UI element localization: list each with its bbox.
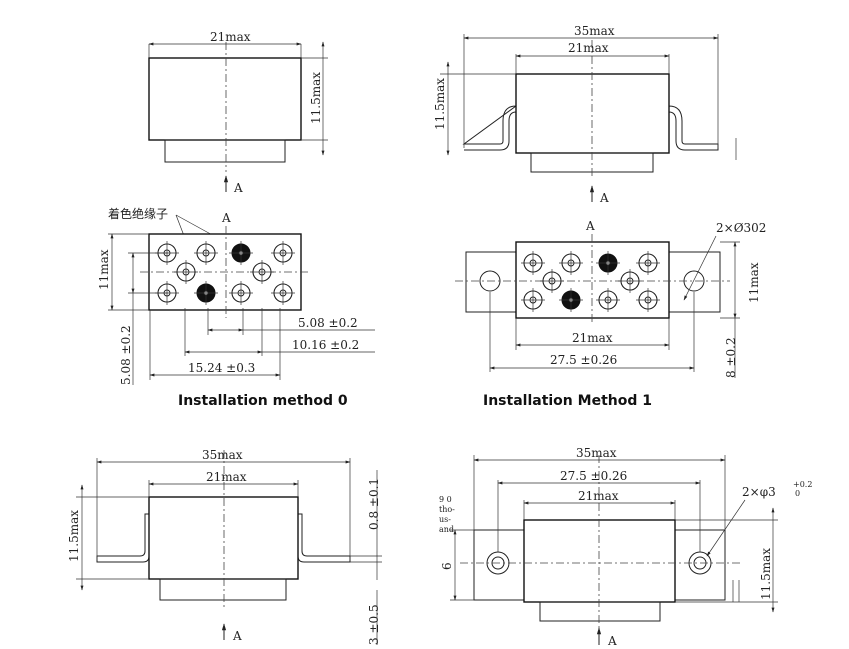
m1-front-view: 35max 21max 11.5max A <box>433 24 737 205</box>
pitch1-label: 5.08 ±0.2 <box>298 316 358 330</box>
vdim-label: 8 ±0.2 <box>724 337 738 378</box>
overall-label: 35max <box>576 446 617 460</box>
m3-front-view: 35max 27.5 ±0.26 21max 2×φ3 +0.2 0 11.5m… <box>439 446 812 648</box>
mounting-bracket <box>462 74 719 151</box>
height-label: 11max <box>97 249 111 290</box>
height-label: 11max <box>747 262 761 303</box>
relay-body <box>148 57 302 141</box>
caption-method-0: Installation method 0 <box>178 393 348 409</box>
note-line-4: and <box>439 525 454 534</box>
spacing-label: 27.5 ±0.26 <box>550 353 617 367</box>
note-line-2: tho- <box>439 505 455 514</box>
overall-label: 35max <box>574 24 615 38</box>
m1-bottom-view: A 2×Ø302 11max 8 ±0.2 21max 27.5 ±0.26 <box>455 219 766 378</box>
relay-base <box>539 601 661 622</box>
height-label: 11.5max <box>67 510 81 562</box>
pitch2-label: 10.16 ±0.2 <box>292 338 359 352</box>
relay-body <box>515 73 670 154</box>
m2-front-view: 35max 21max 11.5max 0.8 ±0.1 3 ±0.5 A <box>67 448 382 645</box>
view-label: A <box>607 634 617 648</box>
lower-label: 3 ±0.5 <box>367 604 381 645</box>
caption-method-1: Installation Method 1 <box>483 393 652 409</box>
height-label: 11.5max <box>309 72 323 124</box>
width-label: 21max <box>206 470 247 484</box>
width-label: 21max <box>578 489 619 503</box>
relay-body <box>523 519 676 603</box>
hole-label: 2×Ø302 <box>716 221 766 235</box>
relay-body <box>148 496 299 580</box>
view-label: A <box>232 629 242 643</box>
width-label: 21max <box>210 30 251 44</box>
tab-label: 0.8 ±0.1 <box>367 478 381 530</box>
view-label: A <box>585 219 595 233</box>
pin-array <box>521 251 660 312</box>
spacing-label: 27.5 ±0.26 <box>560 469 627 483</box>
width-label: 21max <box>572 331 613 345</box>
note-line-3: us- <box>439 515 451 524</box>
bracket-right <box>297 513 351 563</box>
left-label: 6 <box>440 562 454 570</box>
vpitch-label: 5.08 ±0.2 <box>119 325 133 385</box>
relay-base <box>159 578 287 601</box>
relay-base <box>164 139 286 163</box>
flange-left <box>473 529 525 601</box>
overall-label: 35max <box>202 448 243 462</box>
m0-bottom-view: 着色绝缘子 A 11max 5.08 ±0.2 10.16 ±0.2 15.24… <box>97 206 375 385</box>
hole-tol-upper: +0.2 <box>793 480 812 489</box>
view-label: A <box>233 181 243 195</box>
hole-tol-lower: 0 <box>795 489 800 498</box>
bracket-left <box>96 513 150 563</box>
insulator-label: 着色绝缘子 <box>108 206 168 221</box>
note-line-1: 9 0 <box>439 495 452 504</box>
view-label: A <box>599 191 609 205</box>
m0-front-view: 21max 11.5max A <box>148 30 328 195</box>
width-label: 21max <box>568 41 609 55</box>
hole-label: 2×φ3 <box>742 485 776 499</box>
height-label: 11.5max <box>759 548 773 600</box>
height-label: 11.5max <box>433 78 447 130</box>
view-label: A <box>221 211 231 225</box>
pitch3-label: 15.24 ±0.3 <box>188 361 255 375</box>
